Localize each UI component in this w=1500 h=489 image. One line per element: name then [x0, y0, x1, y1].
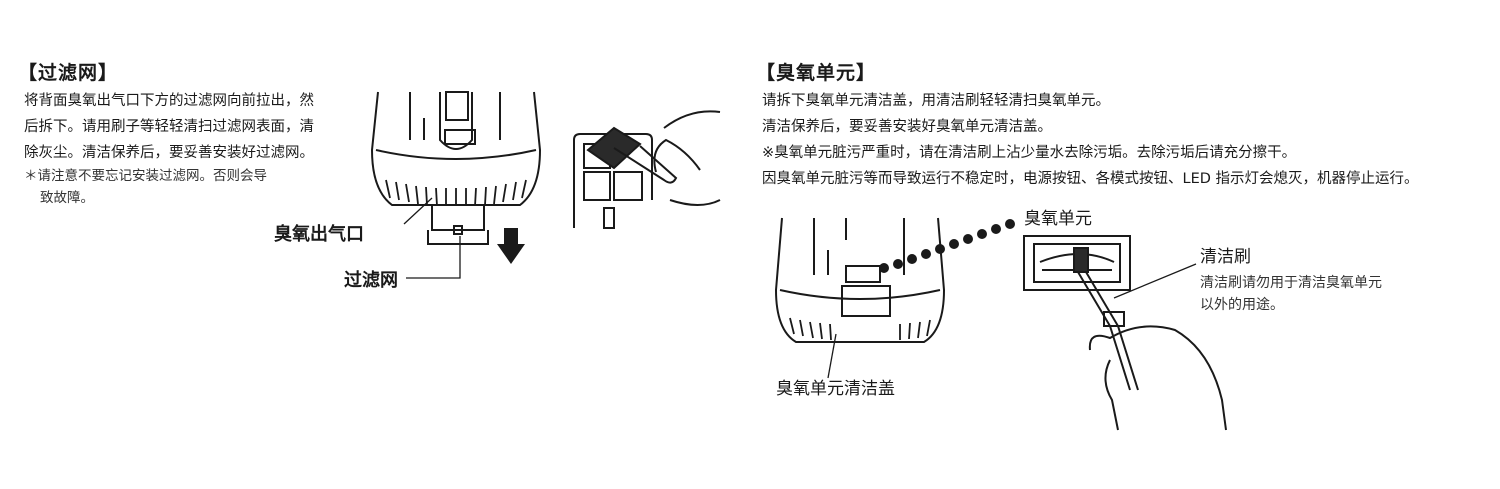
brush-usage-line: 以外的用途。 [1200, 297, 1284, 313]
filter-instruction-line: 除灰尘。清洁保养后，要妥善安装好过滤网。 [24, 145, 314, 161]
cleaning-brush-label: 清洁刷 [1200, 247, 1251, 267]
cleaning-brush-illustration [1073, 247, 1227, 431]
filter-warning-line: 致故障。 [40, 190, 94, 206]
ozone-unit-cover-label: 臭氧单元清洁盖 [776, 379, 895, 399]
device-illustration-right [774, 217, 946, 379]
filter-instruction-line: 将背面臭氧出气口下方的过滤网向前拉出，然 [24, 93, 314, 109]
ozone-unit-label: 臭氧单元 [1024, 209, 1092, 229]
ozone-unit-instructions: 请拆下臭氧单元清洁盖，用清洁刷轻轻清扫臭氧单元。 清洁保养后，要妥善安装好臭氧单… [762, 88, 1419, 192]
ozone-instruction-line: 因臭氧单元脏污等而导致运行不稳定时，电源按钮、各模式按钮、LED 指示灯会熄灭，… [762, 171, 1419, 187]
brush-usage-line: 清洁刷请勿用于清洁臭氧单元 [1200, 275, 1382, 291]
pull-arrow-icon [497, 228, 525, 264]
filter-instructions: 将背面臭氧出气口下方的过滤网向前拉出，然 后拆下。请用刷子等轻轻清扫过滤网表面，… [24, 88, 314, 166]
brush-usage-note: 清洁刷请勿用于清洁臭氧单元 以外的用途。 [1200, 272, 1382, 316]
ozone-instruction-line: ※臭氧单元脏污严重时，请在清洁刷上沾少量水去除污垢。去除污垢后请充分擦干。 [762, 145, 1297, 161]
ozone-unit-section-heading: 【臭氧单元】 [756, 62, 877, 84]
ozone-instruction-line: 清洁保养后，要妥善安装好臭氧单元清洁盖。 [762, 119, 1052, 135]
dotted-pointer [879, 219, 1015, 273]
device-illustration-left [370, 91, 542, 279]
filter-warning-note: ＊请注意不要忘记安装过滤网。否则会导 致故障。 [24, 165, 267, 209]
filter-section-heading: 【过滤网】 [18, 62, 119, 84]
filter-instruction-line: 后拆下。请用刷子等轻轻清扫过滤网表面，清 [24, 119, 314, 135]
filter-brush-illustration [573, 110, 721, 229]
filter-label: 过滤网 [344, 270, 398, 291]
ozone-outlet-label: 臭氧出气口 [274, 224, 364, 245]
filter-warning-line: ＊请注意不要忘记安装过滤网。否则会导 [24, 168, 267, 184]
ozone-instruction-line: 请拆下臭氧单元清洁盖，用清洁刷轻轻清扫臭氧单元。 [762, 93, 1110, 109]
